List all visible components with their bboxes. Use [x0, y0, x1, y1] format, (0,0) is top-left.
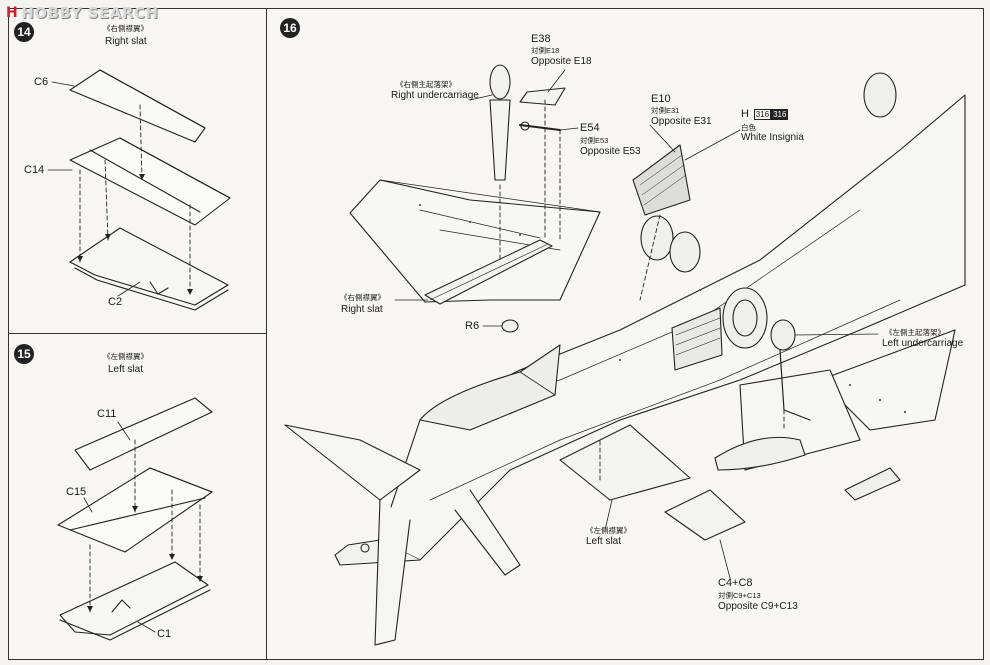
part-c6-label: C6	[34, 76, 49, 88]
left-undercarriage-cn: 《左側主起落架》	[885, 328, 945, 337]
logo-text: HOBBY SEARCH	[21, 4, 159, 22]
e38-opposite-cn: 対側E18	[531, 46, 560, 55]
part-c1-label: C1	[157, 628, 172, 640]
step-15-title: Left slat	[108, 364, 144, 375]
right-slat-cn: 《右側襟翼》	[340, 293, 385, 302]
left-undercarriage-label: Left undercarriage	[882, 338, 964, 349]
e54-opposite: Opposite E53	[580, 146, 641, 157]
step-14-slat-drawing	[47, 69, 231, 311]
e54-opposite-cn: 対側E53	[580, 136, 609, 145]
decal-h-label: H	[741, 108, 749, 120]
decal-code: 316	[753, 108, 772, 120]
e10-opposite-cn: 対側E31	[651, 106, 680, 115]
step-15-badge: 15	[14, 344, 34, 364]
right-undercarriage-label: Right undercarriage	[391, 90, 479, 101]
watermark-logo: H HOBBY SEARCH	[6, 4, 158, 22]
step-14-title: Right slat	[105, 36, 147, 47]
part-c15-label: C15	[66, 486, 87, 498]
aircraft-drawing	[284, 64, 966, 646]
c4-opposite: Opposite C9+C13	[718, 601, 798, 612]
step-15-title-cn: 《左側襟翼》	[103, 352, 148, 361]
e38-label: E38	[531, 33, 551, 45]
right-slat-label: Right slat	[341, 304, 383, 315]
decal-white-insignia: White Insignia	[741, 132, 804, 143]
e54-label: E54	[580, 122, 600, 134]
step-16-badge: 16	[280, 18, 300, 38]
part-c14-label: C14	[24, 164, 45, 176]
left-slat-label: Left slat	[586, 536, 622, 547]
c4-c8-label: C4+C8	[718, 577, 753, 589]
logo-mark: H	[6, 5, 19, 21]
decal-color-cn: 白色	[741, 123, 756, 132]
step-15-slat-drawing	[57, 397, 213, 641]
step-14-badge: 14	[14, 22, 34, 42]
right-undercarriage-cn: 《右側主起落架》	[396, 80, 456, 89]
r6-label: R6	[465, 320, 480, 332]
step-14-title-cn: 《右側襟翼》	[103, 24, 148, 33]
part-c11-label: C11	[97, 408, 117, 420]
part-c2-label: C2	[108, 296, 123, 308]
c4-opposite-cn: 対側C9+C13	[718, 591, 761, 600]
e10-opposite: Opposite E31	[651, 116, 712, 127]
decal-code-dark: 316	[771, 108, 789, 120]
e10-label: E10	[651, 93, 671, 105]
left-slat-cn: 《左側襟翼》	[586, 526, 631, 535]
e38-opposite: Opposite E18	[531, 56, 592, 67]
